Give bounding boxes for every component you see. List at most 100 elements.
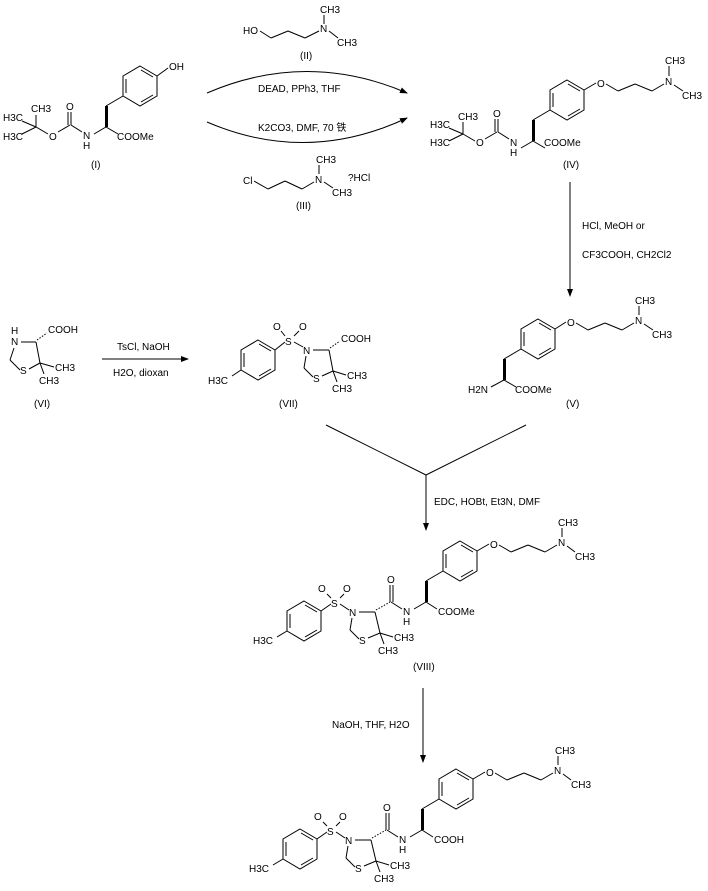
compound-V: O N CH3 CH3 COOMe H2N (V) <box>468 296 672 410</box>
methyl-label: CH3 <box>31 104 51 115</box>
nh-n-label: N <box>83 131 90 142</box>
reagents-tosylation-top: TsCl, NaOH <box>117 342 170 353</box>
convergence-line-left <box>325 424 427 476</box>
hydroxyl-label: OH <box>169 62 184 73</box>
carbonyl-o-label: O <box>493 109 501 120</box>
carboxyl-label: COOH <box>434 835 464 846</box>
methyl-label-a: H3C <box>430 120 450 131</box>
benzene-ring <box>549 79 585 121</box>
benzene-ring <box>282 828 318 870</box>
methyl-label-b: CH3 <box>332 188 352 199</box>
ring-n-label: N <box>303 346 310 357</box>
methyl-label-a: CH3 <box>55 363 75 374</box>
chloro-label: Cl <box>243 176 252 187</box>
reaction-arrow-alkylation <box>206 117 408 144</box>
amide-n-label: N <box>403 607 410 618</box>
sulfonyl-o-label-2: O <box>343 584 351 595</box>
methyl-label-c: CH3 <box>558 518 578 529</box>
benzene-ring <box>122 65 158 107</box>
methyl-label-b: CH3 <box>374 874 394 885</box>
methyl-label-b: H3C <box>430 138 450 149</box>
methyl-label-b: CH3 <box>652 330 672 341</box>
methyl-label-d: CH3 <box>571 780 591 791</box>
ring-s-label: S <box>355 864 362 875</box>
carboxyl-label: COOH <box>341 334 371 345</box>
benzene-ring <box>240 339 276 381</box>
amine-n-label: N <box>558 538 565 549</box>
compound-label-III: (III) <box>296 201 311 212</box>
hydroxyl-label: HO <box>243 26 258 37</box>
ester-o-label: O <box>49 132 57 143</box>
compound-IV: O N CH3 CH3 COOMe N H O O CH3 H3C H3C (I… <box>430 56 702 171</box>
ester-o-label: O <box>476 138 484 149</box>
compound-label-VIII: (VIII) <box>413 662 435 673</box>
amine-n-label: N <box>665 77 672 88</box>
compound-III: Cl N CH3 CH3 ?HCl (III) <box>243 155 370 212</box>
ether-o-label: O <box>567 318 575 329</box>
reagents-mitsunobu: DEAD, PPh3, THF <box>258 84 341 95</box>
methyl-label-a: CH3 <box>665 56 685 67</box>
methyl-label-c: CH3 <box>555 746 575 757</box>
compound-VII: H3C S O O N S COOH CH3 CH3 (VII) <box>208 322 371 410</box>
compound-label-VII: (VII) <box>279 399 298 410</box>
amide-n-label: N <box>399 835 406 846</box>
ether-o-label: O <box>597 79 605 90</box>
compound-VI: H N S COOH CH3 CH3 (VI) <box>9 325 78 410</box>
amide-h-label: H <box>399 845 406 856</box>
ether-o-label: O <box>490 540 498 551</box>
sulfonyl-o-label-2: O <box>299 322 307 333</box>
tolyl-methyl-label: H3C <box>249 864 269 875</box>
compound-VIII: H3C S O O N S CH3 CH3 O N H COOMe <box>253 518 595 673</box>
sulfonyl-o-label-2: O <box>339 812 347 823</box>
ester-label: COOMe <box>438 607 475 618</box>
nh-h-label: H <box>510 148 517 159</box>
methyl-label-b: CH3 <box>682 91 702 102</box>
amide-h-label: H <box>403 617 410 628</box>
convergence-line-right <box>425 424 527 476</box>
methyl-label-a: CH3 <box>316 155 336 166</box>
reaction-arrow-mitsunobu <box>206 71 408 94</box>
amine-label: H2N <box>468 385 488 396</box>
methyl-label-a: CH3 <box>635 296 655 307</box>
methyl-label-a: CH3 <box>394 633 414 644</box>
nh-n-label: N <box>510 138 517 149</box>
amine-n-label: N <box>554 766 561 777</box>
sulfonyl-s-label: S <box>331 599 338 610</box>
compound-II: HO N CH3 CH3 (II) <box>243 5 357 62</box>
compound-label-VI: (VI) <box>34 399 50 410</box>
amide-o-label: O <box>387 575 395 586</box>
compound-final: H3C S O O N S CH3 CH3 O N H COOH <box>249 746 591 885</box>
ring-n-label: N <box>345 836 352 847</box>
ether-o-label: O <box>486 768 494 779</box>
compound-label-V: (V) <box>566 399 579 410</box>
benzene-ring <box>520 318 556 360</box>
amide-o-label: O <box>383 803 391 814</box>
compound-I: OH COOMe N H O O CH3 H3C H3C (I) <box>3 62 184 171</box>
methyl-label-a: CH3 <box>320 5 340 16</box>
amine-n-label: N <box>635 316 642 327</box>
benzene-ring <box>286 600 322 642</box>
sulfonyl-s-label: S <box>285 337 292 348</box>
sulfonyl-o-label-1: O <box>273 322 281 333</box>
methyl-label-b: CH3 <box>337 38 357 49</box>
ester-label: COOMe <box>544 138 581 149</box>
reagents-hydrolysis: NaOH, THF, H2O <box>332 720 410 731</box>
amine-n-label: N <box>315 175 322 186</box>
tolyl-methyl-label: H3C <box>253 636 273 647</box>
ring-n-label: N <box>349 608 356 619</box>
methyl-label: CH3 <box>458 112 478 123</box>
nh-h-label: H <box>11 326 18 337</box>
reagents-alkylation: K2CO3, DMF, 70 铁 <box>258 121 346 134</box>
sulfonyl-s-label: S <box>327 827 334 838</box>
ring-s-label: S <box>20 366 27 377</box>
hcl-salt-label: ?HCl <box>348 173 370 184</box>
methyl-label: H3C <box>208 376 228 387</box>
ring-s-label: S <box>359 636 366 647</box>
sulfonyl-o-label-1: O <box>314 812 322 823</box>
ring-n-label: N <box>11 337 18 348</box>
benzene-ring <box>438 768 474 810</box>
compound-label-IV: (IV) <box>563 160 579 171</box>
reagents-deprotection-a: HCl, MeOH or <box>582 221 645 232</box>
methyl-label-b: CH3 <box>332 384 352 395</box>
carboxyl-label: COOH <box>48 325 78 336</box>
